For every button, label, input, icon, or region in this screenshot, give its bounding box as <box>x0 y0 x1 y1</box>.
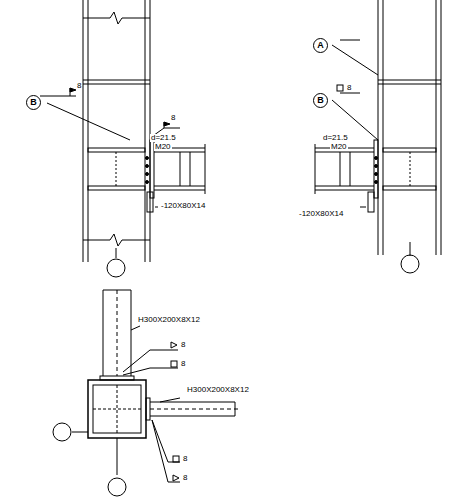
beam-section: H300X200X8X12 <box>186 386 250 394</box>
weld-symbol <box>337 85 343 91</box>
weld-size: 8 <box>346 84 352 92</box>
callout-circle: B <box>313 93 328 108</box>
bolt-hole: d=21.5 <box>322 134 349 142</box>
callout-circle: A <box>313 38 328 53</box>
right-column <box>332 0 441 256</box>
callout-circle: B <box>26 95 41 110</box>
bolt-size: M20 <box>154 143 172 151</box>
weld-size: 8 <box>182 455 188 463</box>
axis-circle <box>401 255 419 273</box>
axis-circle <box>107 259 125 277</box>
weld-size: 8 <box>170 114 176 122</box>
right-beam <box>315 140 378 212</box>
weld-symbol <box>171 342 177 348</box>
bolt-hole: d=21.5 <box>150 134 177 142</box>
callout-letter: B <box>317 96 324 105</box>
weld-symbol <box>173 475 179 481</box>
left-column <box>83 0 150 262</box>
weld-size: 8 <box>180 341 186 349</box>
plate-size: -120X80X14 <box>160 202 206 210</box>
callout-letter: A <box>317 41 324 50</box>
weld-symbol <box>173 456 179 462</box>
bolt-size: M20 <box>330 143 348 151</box>
weld-size: 8 <box>76 82 82 90</box>
weld-size: 8 <box>182 474 188 482</box>
axis-circle <box>108 478 126 496</box>
weld-size: 8 <box>180 360 186 368</box>
left-beam <box>40 88 205 212</box>
axis-circle <box>53 423 71 441</box>
callout-letter: B <box>30 98 37 107</box>
plate-size: -120X80X14 <box>298 210 344 218</box>
beam-section: H300X200X8X12 <box>137 316 201 324</box>
weld-symbol <box>171 361 177 367</box>
